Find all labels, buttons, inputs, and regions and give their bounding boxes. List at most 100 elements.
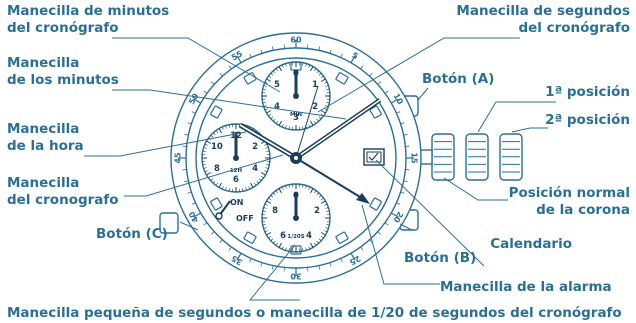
label-chrono-hand-1: Manecilla xyxy=(7,175,79,191)
subdial-tick xyxy=(266,232,272,236)
label-alarm-hand: Manecilla de la alarma xyxy=(440,279,612,295)
hour-marker xyxy=(335,231,349,244)
subdial-tick xyxy=(262,102,266,104)
subdial-tick xyxy=(264,203,268,206)
subdial-tick xyxy=(273,192,276,196)
subdial-tick xyxy=(308,64,311,68)
subdial-tick xyxy=(270,116,274,119)
subdial-tick xyxy=(268,235,272,239)
subdial-left-label: 12H xyxy=(230,168,243,174)
switch-off-label: OFF xyxy=(236,214,254,223)
bezel-tick xyxy=(350,55,356,64)
label-button-a: Botón (A) xyxy=(422,71,494,87)
subdial-tick xyxy=(316,70,319,74)
label-position-2: 2ª posición xyxy=(545,112,630,128)
subdial-tick xyxy=(273,70,276,74)
bezel-number: 5 xyxy=(350,51,360,62)
bezel-tick xyxy=(191,202,196,205)
label-minute-hand-1: Manecilla xyxy=(7,55,79,71)
subdial-bottom-ticks xyxy=(262,184,330,252)
bezel-tick xyxy=(219,239,223,243)
subdial-tick xyxy=(302,62,304,66)
subdial-tick xyxy=(213,180,216,184)
bezel-tick xyxy=(236,55,242,64)
subdial-tick xyxy=(266,200,272,204)
subdial-number: 4 xyxy=(306,231,312,241)
subdial-tick xyxy=(268,75,272,79)
subdial-tick xyxy=(278,188,282,194)
subdial-tick xyxy=(278,120,282,126)
subdial-tick xyxy=(256,180,259,184)
subdial-tick xyxy=(260,175,264,179)
bezel-tick xyxy=(184,180,189,183)
subdial-tick xyxy=(215,130,219,134)
subdial-tick xyxy=(324,81,328,84)
subdial-tick xyxy=(204,143,208,146)
subdial-tick xyxy=(221,186,224,190)
leader-calendar xyxy=(375,159,485,267)
bezel-tick xyxy=(400,191,405,194)
subdial-tick xyxy=(320,110,326,114)
subdial-number: 8 xyxy=(214,164,220,174)
bezel-tick xyxy=(249,53,252,58)
bezel-tick xyxy=(260,49,263,54)
subdial-left-pivot xyxy=(233,155,239,161)
bezel-number: 15 xyxy=(410,152,419,164)
subdial-tick xyxy=(263,227,267,229)
bezel-tick xyxy=(203,222,208,226)
subdial-tick xyxy=(213,132,216,136)
subdial-tick xyxy=(326,224,330,226)
subdial-tick xyxy=(305,185,307,189)
label-chrono-second-hand-2: del cronógrafo xyxy=(518,20,630,36)
label-chrono-second-hand-1: Manecilla de segundos xyxy=(456,3,630,19)
bezel-tick xyxy=(400,122,405,125)
bezel-tick xyxy=(396,202,401,205)
leader-position-1 xyxy=(477,101,556,133)
subdial-tick xyxy=(318,238,322,241)
subdial-tick xyxy=(316,240,319,244)
subdial-tick xyxy=(204,170,208,173)
subdial-tick xyxy=(215,182,219,186)
label-calendar: Calendario xyxy=(490,236,572,252)
subdial-tick xyxy=(285,185,287,189)
subdial-tick xyxy=(326,102,330,104)
bezel-tick xyxy=(228,246,232,251)
leader-button-b xyxy=(399,223,413,231)
subdial-tick xyxy=(302,248,304,252)
subdial-tick xyxy=(313,120,317,124)
subdial-tick xyxy=(320,235,324,239)
bezel-number: 45 xyxy=(174,152,183,164)
subdial-tick xyxy=(225,125,227,129)
subdial-tick xyxy=(281,246,284,250)
hour-marker xyxy=(335,72,349,85)
subdial-tick xyxy=(268,113,272,117)
bezel-tick xyxy=(369,239,373,243)
subdial-tick xyxy=(262,210,266,212)
subdial-tick xyxy=(325,227,329,229)
subdial-tick xyxy=(325,85,329,87)
subdial-tick xyxy=(325,207,329,209)
subdial-tick xyxy=(320,232,326,236)
pusher-c xyxy=(159,212,179,234)
subdial-tick xyxy=(281,64,284,68)
subdial-tick xyxy=(228,188,230,192)
bezel-tick xyxy=(184,133,189,136)
subdial-tick xyxy=(260,172,266,176)
subdial-tick xyxy=(324,108,328,111)
subdial-tick xyxy=(266,78,272,82)
subdial-tick xyxy=(302,126,304,130)
subdial-top-label: MIN xyxy=(290,112,303,118)
crown-normal-position xyxy=(431,133,455,181)
bezel-tick xyxy=(329,262,332,267)
subdial-number: 2 xyxy=(252,142,258,152)
leader-small-second xyxy=(248,244,300,301)
subdial-tick xyxy=(203,147,207,149)
bezel-tick xyxy=(403,180,408,183)
subdial-tick xyxy=(268,197,272,201)
subdial-tick xyxy=(320,78,326,82)
hour-marker xyxy=(243,72,257,85)
main-hands xyxy=(238,85,382,204)
subdial-number: 6 xyxy=(233,175,239,185)
label-chrono-hand-2: del cronografo xyxy=(7,192,119,208)
bezel-tick xyxy=(249,258,252,263)
